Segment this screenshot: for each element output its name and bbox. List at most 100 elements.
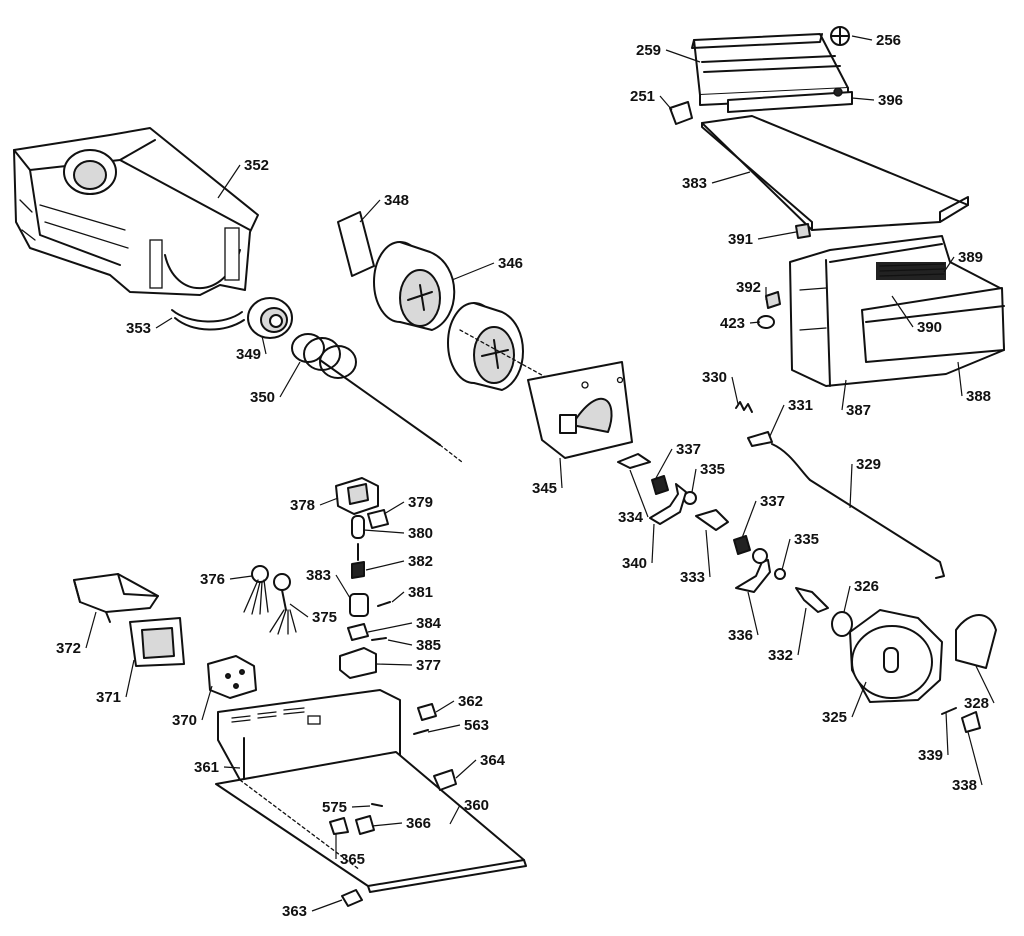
callout-c340: 340 xyxy=(622,555,647,572)
callout-c376: 376 xyxy=(200,571,225,588)
plate-348 xyxy=(337,211,375,277)
callout-c335a: 335 xyxy=(700,461,725,478)
lever-340 xyxy=(649,483,687,525)
bracket-371 xyxy=(129,617,185,667)
leader-c372 xyxy=(85,611,97,649)
bracket-377 xyxy=(339,647,377,679)
leader-c376 xyxy=(229,575,253,580)
callout-c384: 384 xyxy=(416,615,442,632)
callout-c334: 334 xyxy=(618,509,644,526)
callout-c575: 575 xyxy=(322,799,347,816)
callout-c378: 378 xyxy=(290,497,315,514)
leader-c337a xyxy=(655,448,673,479)
callout-c381: 381 xyxy=(408,584,433,601)
spring-382 xyxy=(351,561,365,579)
callout-c392: 392 xyxy=(736,279,761,296)
bulb-392 xyxy=(765,291,781,309)
bracket-379 xyxy=(367,509,389,529)
callout-c390: 390 xyxy=(917,319,942,336)
callout-c366: 366 xyxy=(406,815,431,832)
callout-c328: 328 xyxy=(964,695,989,712)
leader-c383a xyxy=(711,171,751,184)
spring-337a xyxy=(651,475,669,495)
leader-c339 xyxy=(945,711,949,756)
callout-c325: 325 xyxy=(822,709,847,726)
leader-c390 xyxy=(891,295,914,328)
callout-c383a: 383 xyxy=(682,175,707,192)
leader-c362 xyxy=(435,700,455,713)
callout-c379: 379 xyxy=(408,494,433,511)
leader-c337b xyxy=(741,500,757,539)
screw-563 xyxy=(413,729,429,735)
spring-337b xyxy=(733,535,751,555)
leader-c350 xyxy=(279,361,301,398)
leader-c328 xyxy=(975,665,995,704)
callout-c387: 387 xyxy=(846,402,871,419)
callout-c339: 339 xyxy=(918,747,943,764)
cover-328 xyxy=(955,614,997,669)
clip-366 xyxy=(355,815,375,835)
leader-c334 xyxy=(629,469,649,518)
leader-c423 xyxy=(749,321,761,324)
leader-c389 xyxy=(943,256,955,273)
fitting-363 xyxy=(341,889,363,907)
leader-c396 xyxy=(851,97,875,101)
pin-339 xyxy=(941,707,957,715)
screw-391 xyxy=(795,223,811,239)
screw-385 xyxy=(371,637,387,641)
crusher-drum-346b xyxy=(447,302,524,391)
callout-c361: 361 xyxy=(194,759,219,776)
leader-c332 xyxy=(797,607,807,656)
clip-338 xyxy=(961,711,981,733)
switch-375 xyxy=(269,573,297,635)
leader-c360 xyxy=(449,804,461,825)
leader-c370 xyxy=(201,685,213,721)
auger-350 xyxy=(291,333,463,463)
leader-c256 xyxy=(851,35,873,41)
callout-c256: 256 xyxy=(876,32,901,49)
leader-c333 xyxy=(705,529,711,578)
leader-c331 xyxy=(769,404,785,437)
callout-c353: 353 xyxy=(126,320,151,337)
bushing-326 xyxy=(831,611,853,637)
cover-372 xyxy=(73,573,159,623)
callout-c382: 382 xyxy=(408,553,433,570)
lever-336 xyxy=(735,548,771,593)
callout-c330: 330 xyxy=(702,369,727,386)
plunger-380 xyxy=(351,515,365,539)
callout-c335b: 335 xyxy=(794,531,819,548)
callout-c326: 326 xyxy=(854,578,879,595)
leader-c363 xyxy=(311,899,343,912)
switch-376 xyxy=(243,565,269,615)
callout-c350: 350 xyxy=(250,389,275,406)
leader-c575 xyxy=(351,805,371,808)
callout-c372: 372 xyxy=(56,640,81,657)
leader-c349 xyxy=(261,335,267,355)
callout-c349: 349 xyxy=(236,346,261,363)
callout-c332: 332 xyxy=(768,647,793,664)
motor-370 xyxy=(207,655,257,699)
leader-c340 xyxy=(651,523,655,564)
callout-c337b: 337 xyxy=(760,493,785,510)
leader-c391 xyxy=(757,231,797,240)
leader-c380 xyxy=(363,529,405,534)
sleeve-383b xyxy=(349,593,369,617)
callout-c423: 423 xyxy=(720,315,745,332)
leader-c385 xyxy=(387,639,413,646)
spring-330 xyxy=(735,401,753,413)
callout-c333: 333 xyxy=(680,569,705,586)
leader-c345 xyxy=(559,457,563,489)
leader-c371 xyxy=(125,659,135,698)
leader-c388 xyxy=(957,361,963,397)
leader-c353 xyxy=(155,317,173,329)
leader-c364 xyxy=(455,759,477,779)
shelf-383 xyxy=(701,115,969,231)
leader-c378 xyxy=(319,497,339,506)
leader-c251 xyxy=(659,95,673,111)
callout-c388: 388 xyxy=(966,388,991,405)
leader-c335a xyxy=(691,468,697,493)
callout-c329: 329 xyxy=(856,456,881,473)
callout-c336: 336 xyxy=(728,627,753,644)
